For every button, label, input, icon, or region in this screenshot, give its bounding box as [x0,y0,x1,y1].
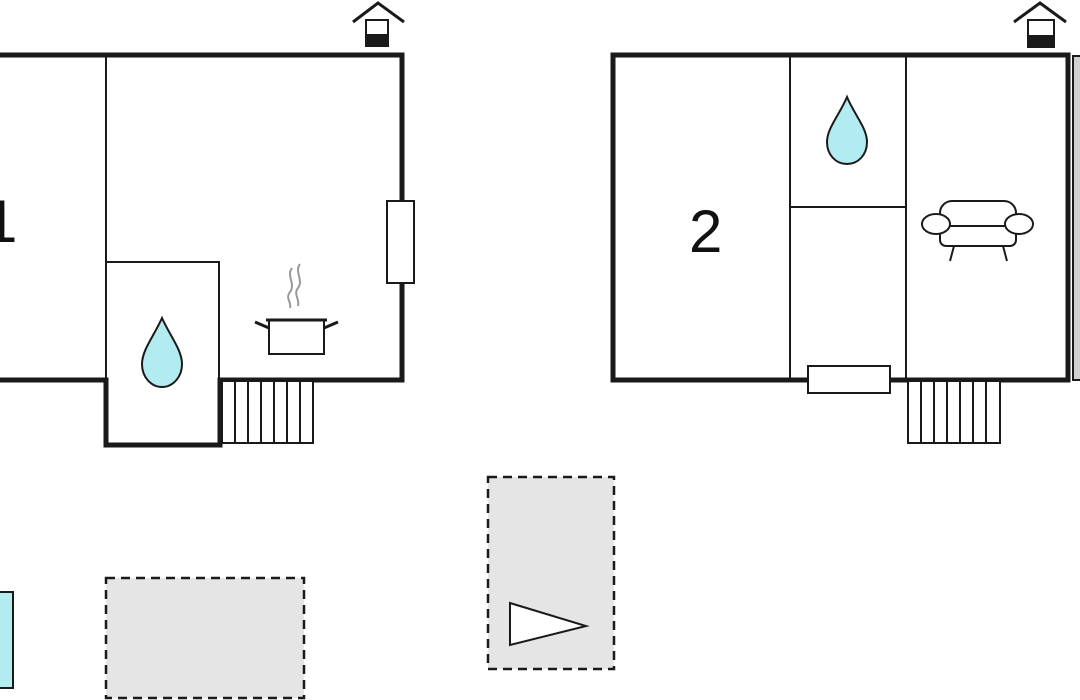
stairs [907,380,1001,444]
bathroom-1-wall [106,261,220,445]
stairs [221,380,314,444]
building-1: 1 [0,1,415,448]
house-icon [352,1,405,47]
adjacent-structure [1072,55,1080,381]
terrace-icon [509,601,590,647]
room-label-1: 1 [0,188,17,255]
house-icon [1013,1,1067,48]
cooking-pot-icon [254,263,339,355]
window [807,365,891,394]
room-label-2: 2 [689,198,722,265]
building-2: 2 [610,1,1080,444]
sofa-icon [921,200,1034,262]
pool [0,591,14,689]
water-drop-icon [140,315,184,389]
window [386,200,415,284]
terrace-area [104,576,306,700]
building-1-outer-wall [0,52,405,448]
water-drop-icon [825,94,869,166]
terrace-area-2 [486,475,616,671]
